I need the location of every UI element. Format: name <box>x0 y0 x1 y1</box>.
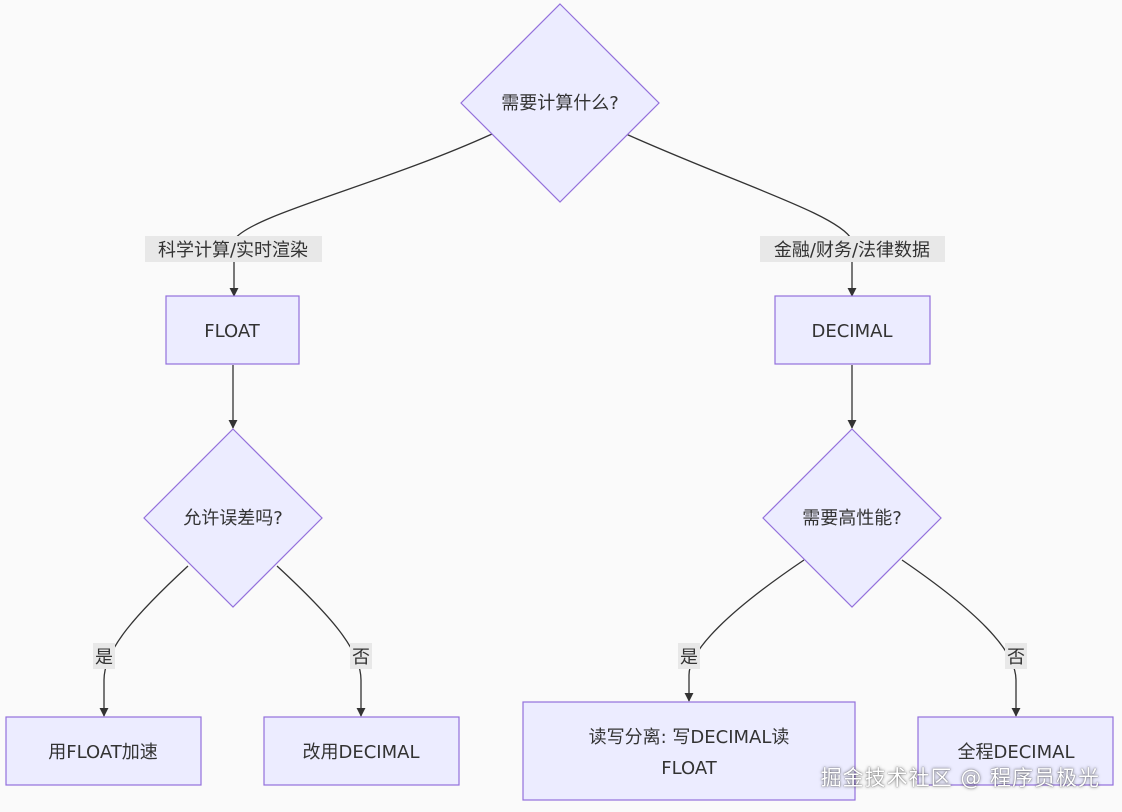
edge-allow-error-yes <box>99 565 189 717</box>
edge-label-no-right-text: 否 <box>1007 647 1025 668</box>
edge-label-yes-right-text: 是 <box>680 647 698 668</box>
edge-root-to-decimal <box>625 133 857 297</box>
node-switch-decimal: 改用DECIMAL <box>263 716 460 786</box>
edge-label-no-right: 否 <box>1005 643 1027 669</box>
decision-need-perf-label: 需要高性能? <box>802 508 902 529</box>
decision-allow-error-label: 允许误差吗? <box>183 508 283 529</box>
edge-label-finance-text: 金融/财务/法律数据 <box>774 240 930 261</box>
node-full-decimal-label: 全程DECIMAL <box>958 742 1075 763</box>
watermark: 掘金技术社区 @ 程序员极光 <box>820 766 1100 790</box>
decision-allow-error: 允许误差吗? <box>143 428 323 608</box>
node-rw-split-line2: FLOAT <box>661 758 718 779</box>
node-rw-split: 读写分离: 写DECIMAL读 FLOAT <box>522 701 856 801</box>
node-float: FLOAT <box>165 295 300 365</box>
node-full-decimal: 全程DECIMAL <box>917 716 1114 786</box>
node-float-label: FLOAT <box>204 321 261 342</box>
edge-label-finance: 金融/财务/法律数据 <box>760 236 945 262</box>
node-switch-decimal-label: 改用DECIMAL <box>303 742 420 763</box>
decision-root: 需要计算什么? <box>460 3 660 203</box>
edge-label-science-text: 科学计算/实时渲染 <box>158 240 308 261</box>
edge-label-no-left: 否 <box>350 643 372 669</box>
edge-label-yes-right: 是 <box>678 643 700 669</box>
node-decimal: DECIMAL <box>774 295 931 365</box>
decision-need-perf: 需要高性能? <box>762 428 942 608</box>
node-use-float: 用FLOAT加速 <box>5 716 202 786</box>
edge-need-perf-yes <box>684 559 805 702</box>
edge-label-yes-left: 是 <box>93 643 115 669</box>
edge-need-perf-no <box>901 559 1021 717</box>
decision-root-label: 需要计算什么? <box>501 93 619 114</box>
edge-label-no-left-text: 否 <box>352 647 370 668</box>
edge-label-yes-left-text: 是 <box>95 647 113 668</box>
node-use-float-label: 用FLOAT加速 <box>48 742 158 763</box>
edge-label-science: 科学计算/实时渲染 <box>145 236 322 262</box>
node-decimal-label: DECIMAL <box>812 321 893 342</box>
edge-root-to-float <box>229 133 493 297</box>
node-rw-split-line1: 读写分离: 写DECIMAL读 <box>589 727 790 748</box>
edge-allow-error-no <box>276 565 366 717</box>
